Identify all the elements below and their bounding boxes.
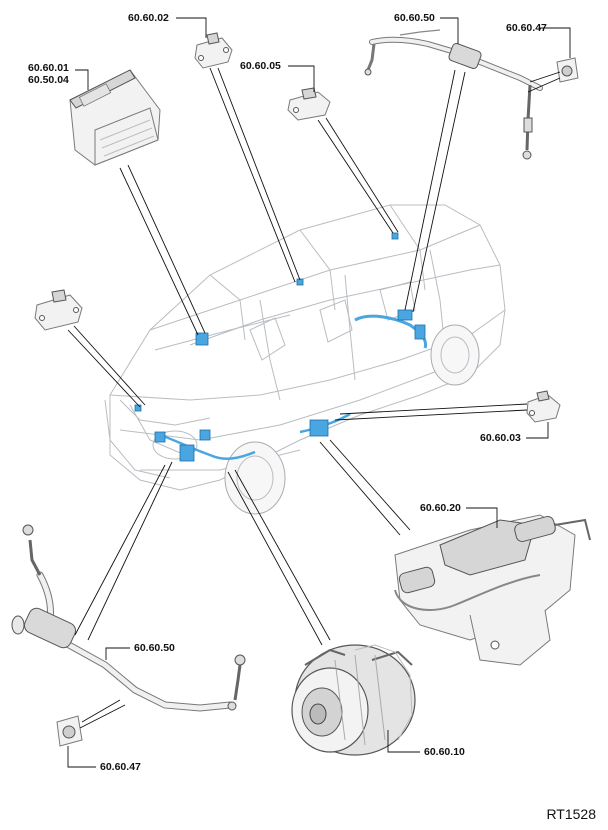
callout-60-60-02: 60.60.02 — [128, 12, 169, 24]
sensor-part-60-60-03 — [526, 390, 561, 423]
reference-code: RT1528 — [546, 806, 596, 822]
stabilizer-bar-part-bottom — [11, 524, 246, 712]
sensor-part-60-60-05 — [287, 87, 331, 121]
sensor-bracket-part-60-60-02 — [194, 32, 233, 69]
callout-60-60-50-bottom: 60.60.50 — [134, 642, 175, 654]
callout-60-60-01: 60.60.01 — [28, 62, 69, 74]
callout-60-60-50-top: 60.60.50 — [394, 12, 435, 24]
callout-60-60-20: 60.60.20 — [420, 502, 461, 514]
bushing-part-bottom — [56, 715, 83, 747]
callout-60-60-03: 60.60.03 — [480, 432, 521, 444]
callout-60-60-10: 60.60.10 — [424, 746, 465, 758]
callout-60-50-04: 60.50.04 — [28, 74, 69, 86]
valve-block-part — [394, 514, 591, 666]
callout-60-60-05: 60.60.05 — [240, 60, 281, 72]
stabilizer-bar-part-top — [364, 29, 543, 160]
sensor-bracket-part-left — [34, 289, 83, 331]
compressor-part — [291, 644, 416, 756]
highlighted-components — [134, 232, 428, 462]
callout-60-60-47-top: 60.60.47 — [506, 22, 547, 34]
bushing-part-top — [556, 57, 579, 83]
callout-60-60-47-bottom: 60.60.47 — [100, 761, 141, 773]
control-module-part — [69, 69, 161, 166]
vehicle-outline — [104, 204, 506, 515]
leader-lines — [67, 17, 571, 768]
